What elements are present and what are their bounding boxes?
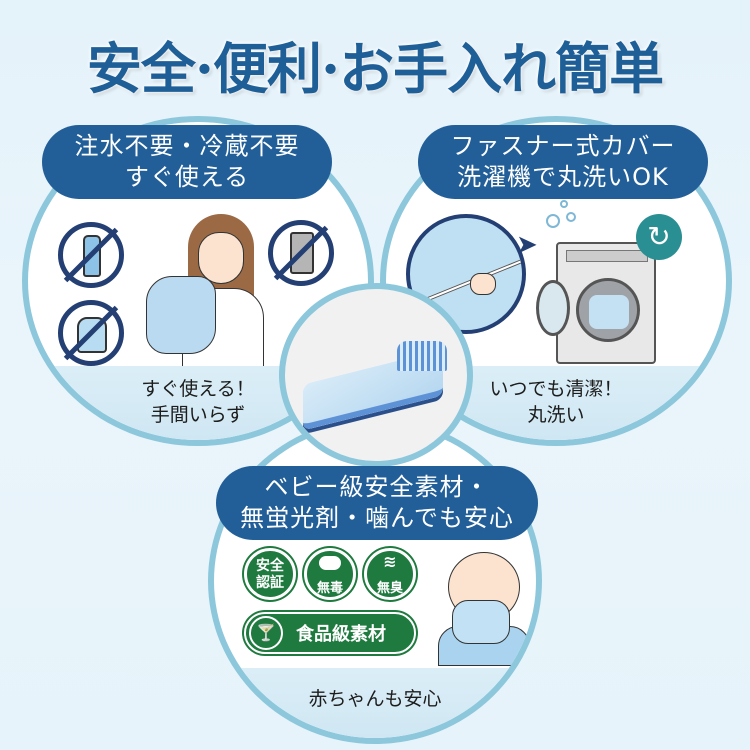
arrow-icon: ➤ xyxy=(516,230,538,260)
title-line-2: すぐ使える xyxy=(124,163,250,191)
panel-baby-safe-material: 安全 認証 無毒 ≋ 無臭 🍸 食品級素材 赤ちゃんも安心 xyxy=(208,418,542,744)
washing-machine-icon xyxy=(536,242,656,364)
no-refrigerator-icon xyxy=(268,220,334,286)
non-toxic-badge: 無毒 xyxy=(304,548,356,600)
title-pill-ready-to-use: 注水不要・冷蔵不要 すぐ使える xyxy=(42,125,332,199)
product-pillow-image xyxy=(279,283,473,467)
food-grade-badge: 🍸 食品級素材 xyxy=(244,612,416,654)
title-line-1: ベビー級安全素材・ xyxy=(264,473,490,501)
no-water-jug-icon xyxy=(58,300,124,366)
caption-line-2: 手間いらず xyxy=(150,404,246,426)
baby-biting-pillow-illustration xyxy=(434,552,534,666)
caption-line-1: いつでも清潔！ xyxy=(489,378,623,400)
caption-line-1: すぐ使える！ xyxy=(141,378,255,400)
caption: 赤ちゃんも安心 xyxy=(308,688,442,710)
badge-text: 無毒 xyxy=(316,581,343,596)
glass-fork-icon: 🍸 xyxy=(249,616,283,650)
title-pill-baby-safe-material: ベビー級安全素材・ 無蛍光剤・噛んでも安心 xyxy=(216,466,538,540)
rotate-wash-icon: ↻ xyxy=(636,214,682,260)
wedge-pillow-illustration xyxy=(303,341,453,431)
odorless-badge: ≋ 無臭 xyxy=(364,548,416,600)
badge-text: 食品級素材 xyxy=(296,624,386,645)
title-line-2: 無蛍光剤・噛んでも安心 xyxy=(240,504,514,532)
badge-text: 認証 xyxy=(256,575,284,591)
title-pill-washable-cover: ファスナー式カバー 洗濯機で丸洗いOK xyxy=(418,125,708,199)
title-line-1: ファスナー式カバー xyxy=(450,132,676,160)
no-water-bottle-icon xyxy=(58,222,124,288)
title-line-1: 注水不要・冷蔵不要 xyxy=(74,132,300,160)
steam-icon: ≋ xyxy=(383,552,397,571)
woman-holding-pillow-illustration xyxy=(146,214,268,368)
headline: 安全·便利·お手入れ簡単 xyxy=(86,36,664,101)
safety-certified-badge: 安全 認証 xyxy=(244,548,296,600)
caption-line-2: 丸洗い xyxy=(527,404,585,426)
mask-icon xyxy=(319,556,341,570)
badge-text: 無臭 xyxy=(376,581,403,596)
badge-text: 安全 xyxy=(256,558,284,574)
title-line-2: 洗濯機で丸洗いOK xyxy=(457,163,669,191)
